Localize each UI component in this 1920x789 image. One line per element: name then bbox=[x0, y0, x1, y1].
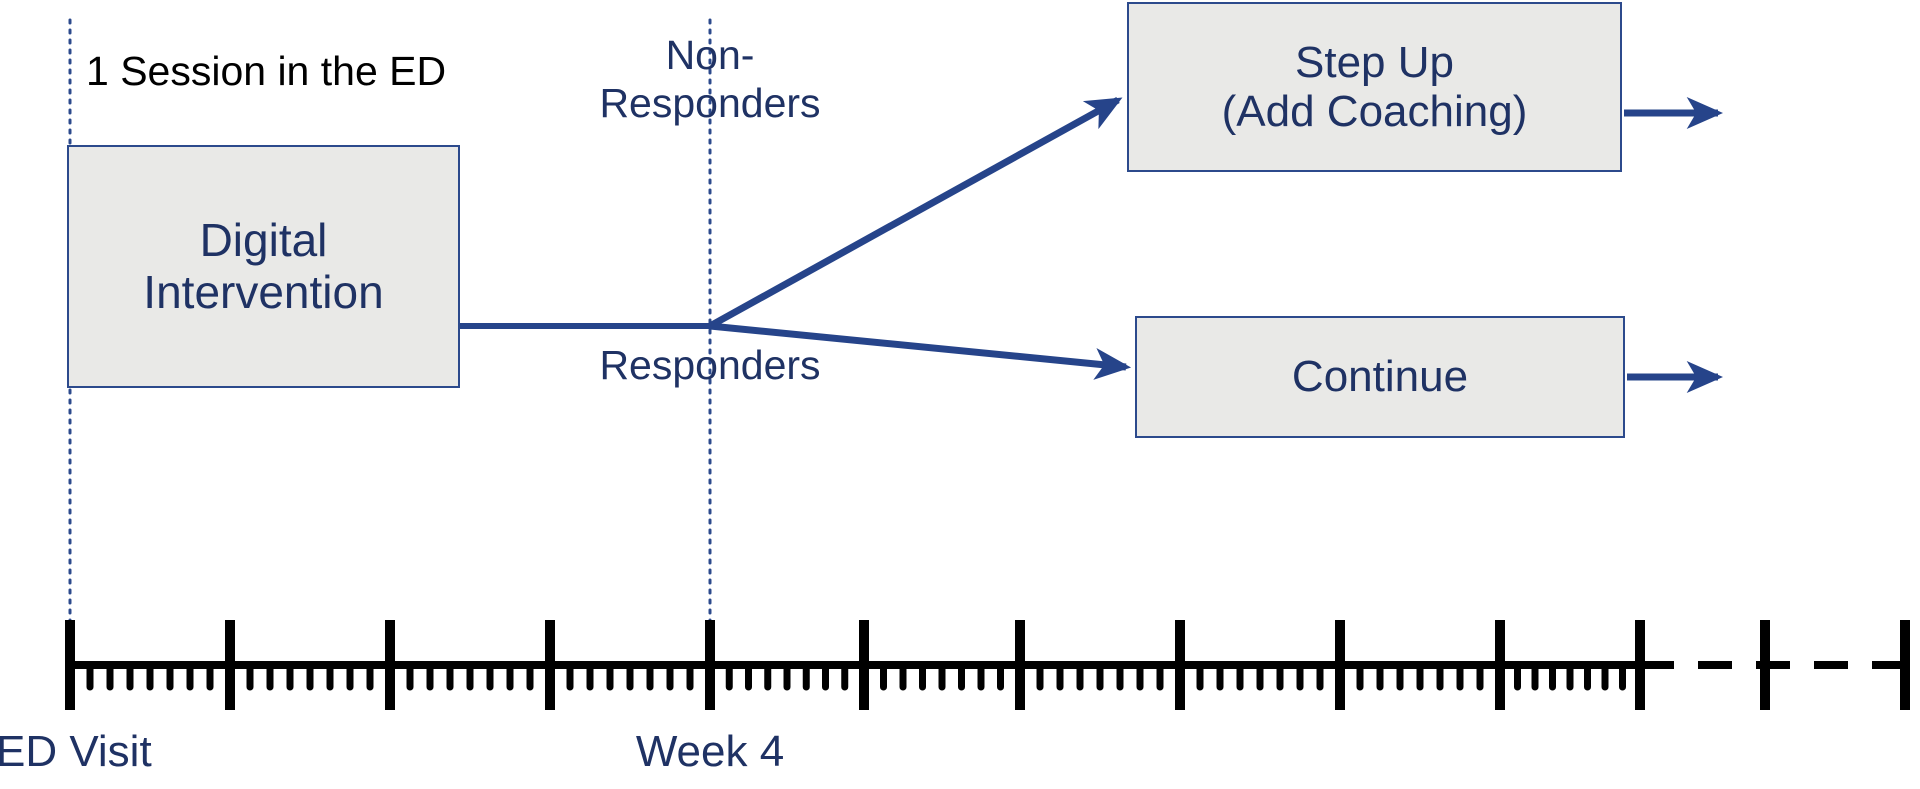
annotation-responders: Responders bbox=[599, 342, 821, 388]
timeline-label-week-4: Week 4 bbox=[635, 727, 785, 776]
timeline-axis bbox=[65, 620, 1910, 710]
node-step-up-label: Step Up (Add Coaching) bbox=[1221, 37, 1528, 136]
node-continue[interactable]: Continue bbox=[1135, 316, 1625, 438]
connector-branch-to-continue bbox=[709, 322, 1132, 380]
node-digital-intervention[interactable]: Digital Intervention bbox=[67, 145, 460, 388]
node-step-up[interactable]: Step Up (Add Coaching) bbox=[1127, 2, 1622, 172]
annotation-session-note: 1 Session in the ED bbox=[86, 48, 447, 94]
connector-branch-to-step-up bbox=[708, 96, 1123, 330]
annotation-non-responders: Non- Responders bbox=[599, 32, 821, 126]
node-digital-intervention-label: Digital Intervention bbox=[143, 213, 384, 318]
timeline-label-ed-visit: ED Visit bbox=[0, 727, 152, 776]
flow-connectors bbox=[460, 96, 1724, 394]
node-continue-label: Continue bbox=[1291, 352, 1469, 402]
